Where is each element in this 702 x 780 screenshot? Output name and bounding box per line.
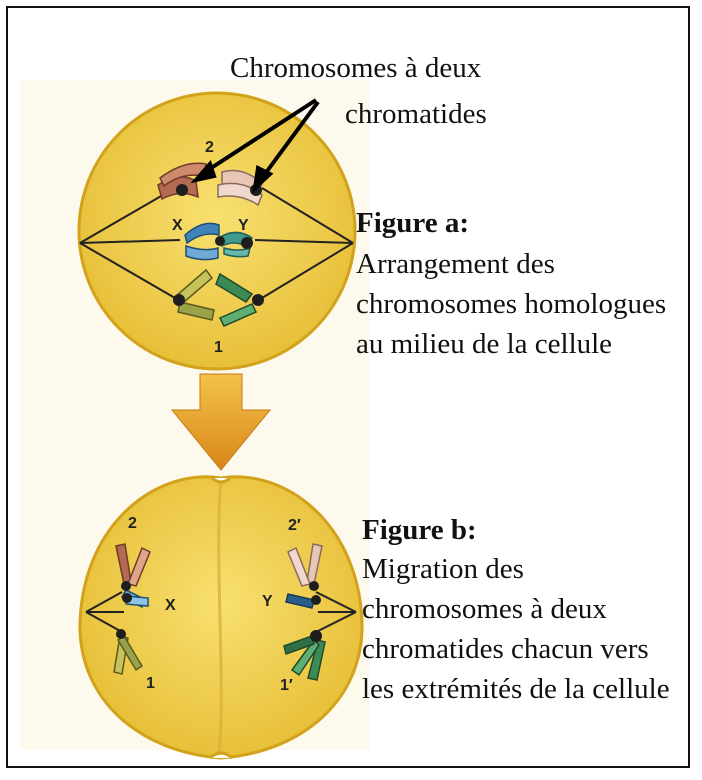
callout-line-2: chromatides [345, 94, 487, 134]
figure-b-label-2: 2 [128, 515, 137, 532]
figure-b-label-y: Y [262, 593, 273, 610]
figure-b-description: Migration des chromosomes à deux chromat… [362, 549, 682, 709]
figure-a-cell: 2 X Y 1 [79, 93, 355, 369]
figure-b-label-x: X [165, 597, 176, 614]
figure-b-label-1-prime: 1′ [280, 677, 293, 694]
figure-a-title: Figure a: [356, 203, 469, 243]
figure-a-label-2: 2 [205, 139, 214, 156]
figure-a-label-y: Y [238, 217, 249, 234]
figure-b-cell: 2 2′ X Y 1 1′ [80, 477, 362, 758]
figure-a-label-x: X [172, 217, 183, 234]
figure-a-label-1: 1 [214, 339, 223, 356]
figure-a-description: Arrangement des chromosomes homologues a… [356, 244, 686, 364]
figure-b-label-2-prime: 2′ [288, 517, 301, 534]
figure-b-title: Figure b: [362, 510, 477, 550]
callout-line-1: Chromosomes à deux [230, 48, 481, 88]
figure-b-label-1: 1 [146, 675, 155, 692]
